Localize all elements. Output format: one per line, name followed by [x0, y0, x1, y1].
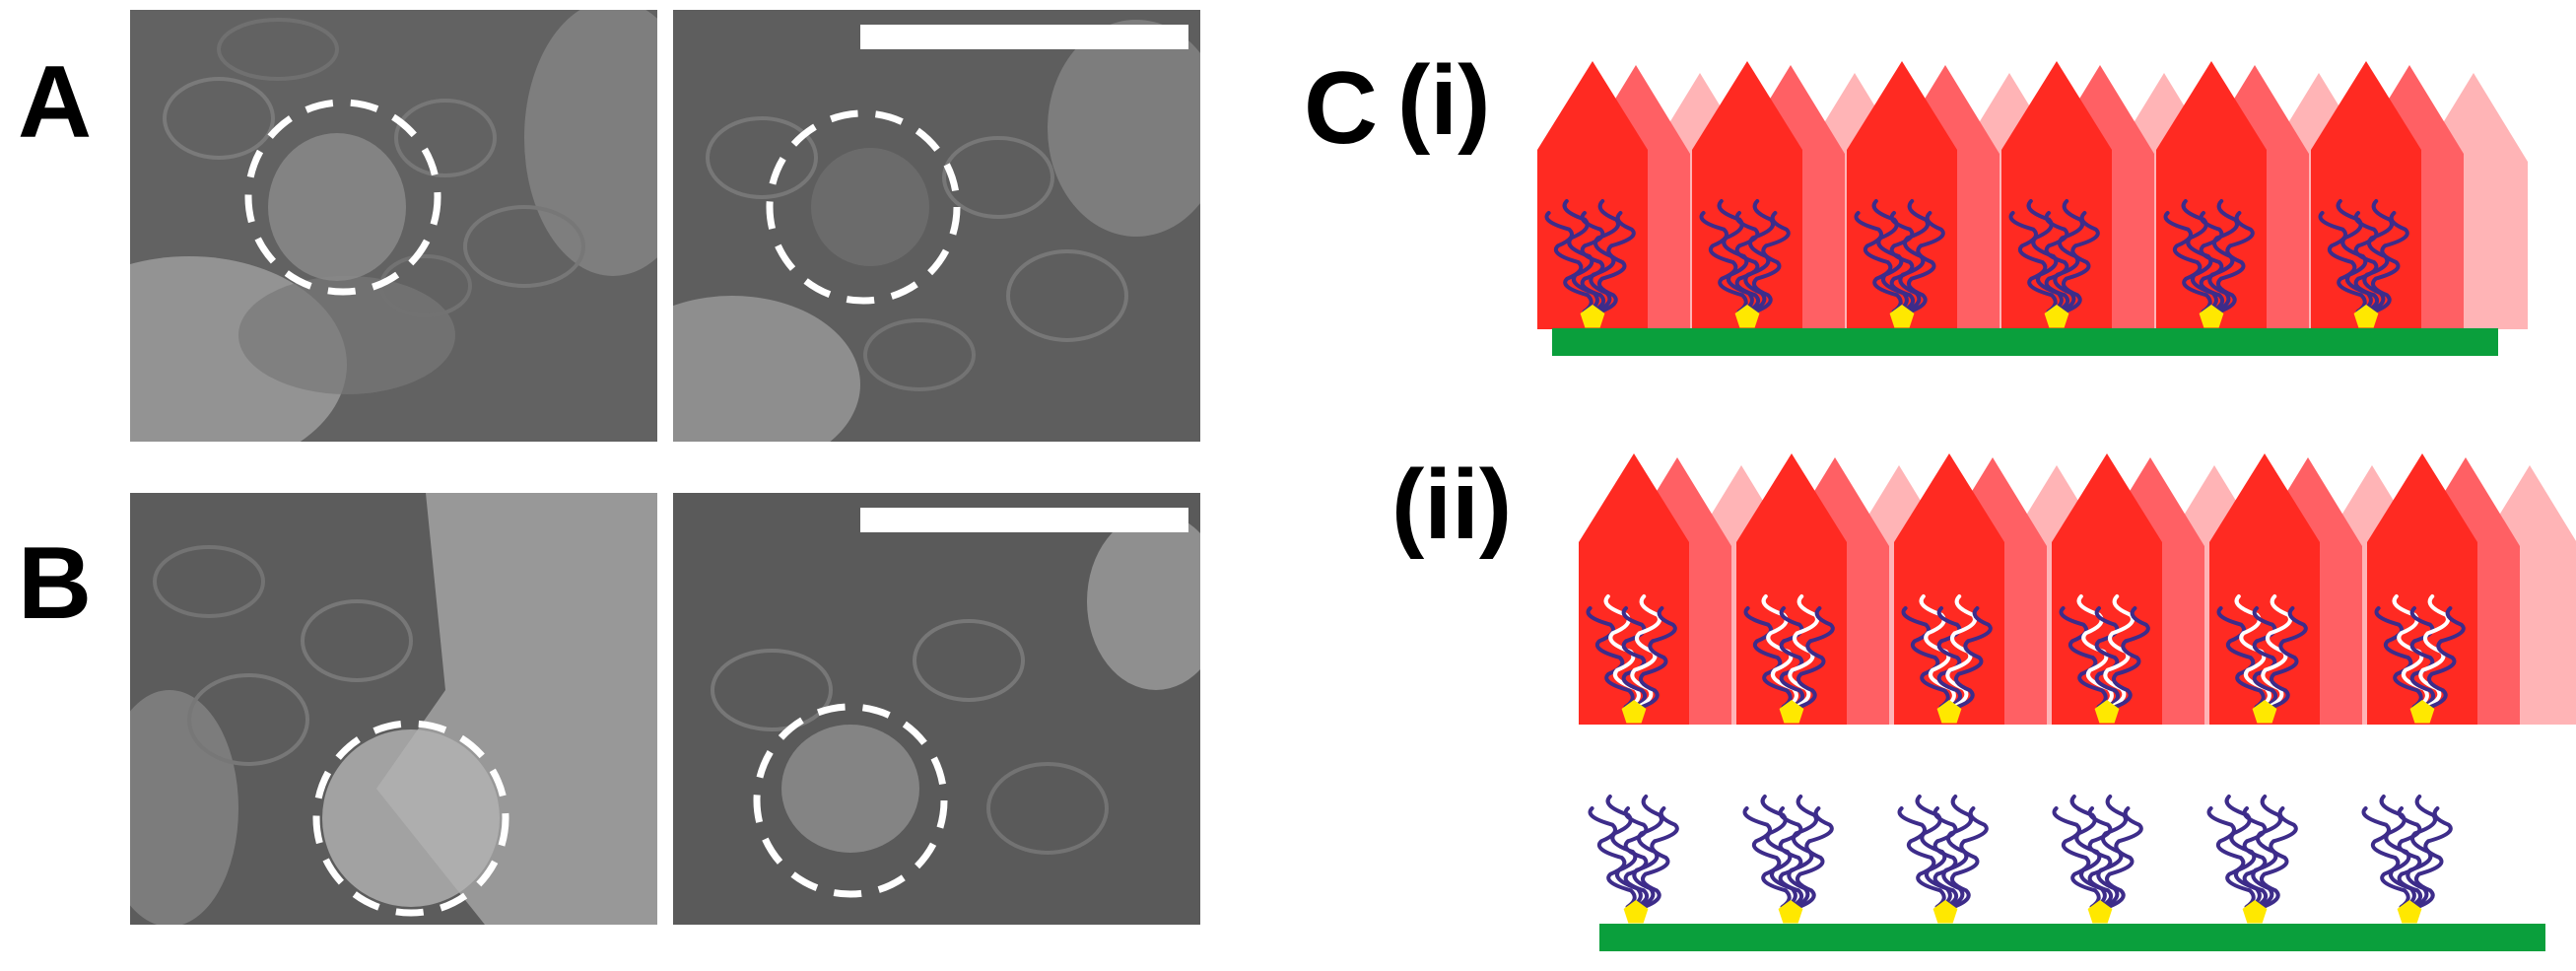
- released-strands-ii: [1591, 797, 2451, 924]
- crystal-layer-ii: [1579, 453, 2576, 725]
- substrate-i: [1552, 328, 2498, 356]
- substrate-ii: [1599, 924, 2545, 951]
- crystal-layer-i: [1537, 61, 2528, 329]
